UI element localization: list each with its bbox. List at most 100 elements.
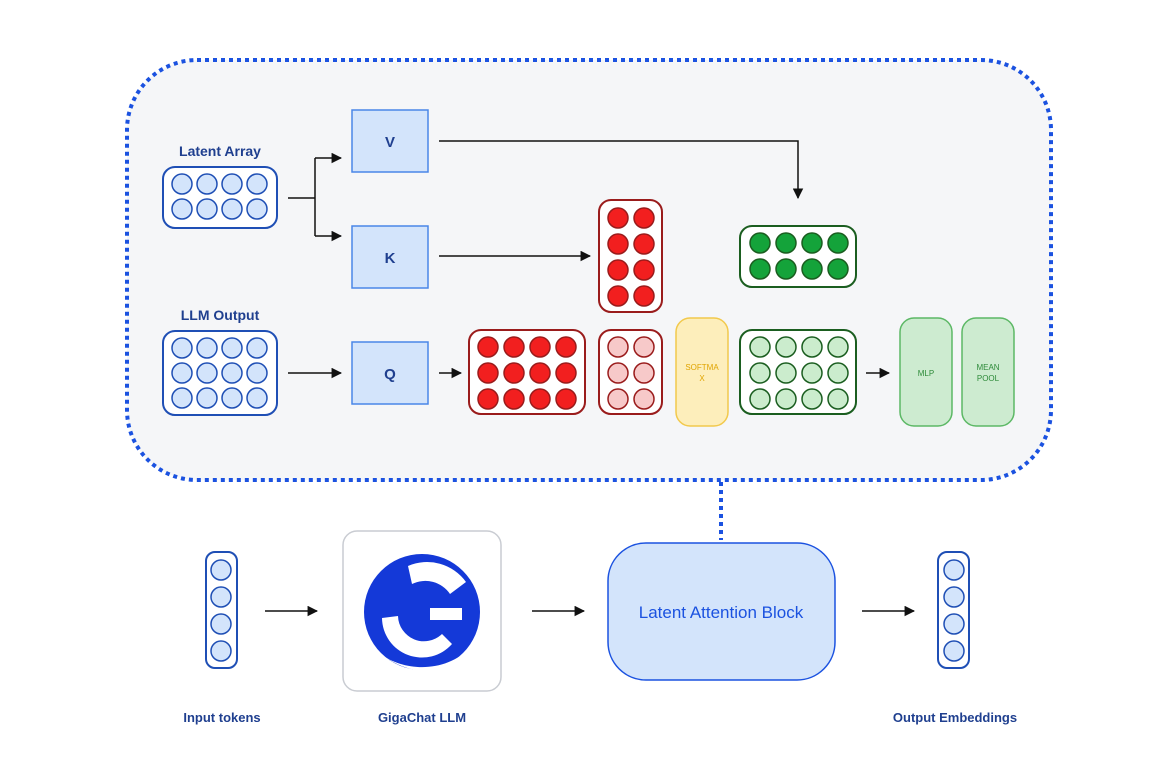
- latent-array-label: Latent Array: [179, 143, 261, 159]
- matrix-cell: [633, 388, 655, 410]
- matrix-cell: [943, 586, 965, 608]
- matrix-cell: [633, 233, 655, 255]
- mlp-box: MLP: [899, 317, 953, 427]
- query-matrix: [468, 329, 586, 415]
- matrix-cell: [477, 336, 499, 358]
- matrix-cell: [943, 640, 965, 662]
- matrix-cell: [775, 232, 797, 254]
- matrix-cell: [775, 388, 797, 410]
- matrix-cell: [210, 559, 232, 581]
- matrix-cell: [607, 388, 629, 410]
- matrix-cell: [196, 387, 218, 409]
- matrix-cell: [221, 362, 243, 384]
- matrix-cell: [529, 336, 551, 358]
- matrix-cell: [827, 258, 849, 280]
- matrix-cell: [775, 362, 797, 384]
- matrix-cell: [210, 586, 232, 608]
- matrix-cell: [171, 173, 193, 195]
- matrix-cell: [555, 388, 577, 410]
- v-projection-box: V: [351, 109, 429, 173]
- gigachat-logo: [342, 530, 502, 692]
- matrix-cell: [607, 207, 629, 229]
- arrow-v-to-output: [439, 140, 804, 200]
- matrix-cell: [827, 336, 849, 358]
- matrix-cell: [210, 640, 232, 662]
- mean-pool-label-line2: POOL: [977, 374, 1000, 383]
- matrix-cell: [221, 198, 243, 220]
- matrix-cell: [607, 362, 629, 384]
- matrix-cell: [196, 198, 218, 220]
- matrix-cell: [607, 336, 629, 358]
- llm-output-label: LLM Output: [181, 307, 260, 323]
- matrix-cell: [171, 387, 193, 409]
- matrix-cell: [555, 362, 577, 384]
- matrix-cell: [801, 336, 823, 358]
- gigachat-llm-label: GigaChat LLM: [378, 710, 466, 725]
- v-label: V: [385, 134, 395, 151]
- matrix-cell: [943, 613, 965, 635]
- softmax-label-line2: X: [699, 374, 705, 383]
- matrix-cell: [477, 362, 499, 384]
- softmax-label-line1: SOFTMA: [685, 363, 719, 372]
- output-embeddings-label: Output Embeddings: [893, 710, 1017, 725]
- matrix-cell: [503, 388, 525, 410]
- llm-output-matrix: [162, 330, 278, 416]
- matrix-cell: [827, 232, 849, 254]
- matrix-cell: [555, 336, 577, 358]
- matrix-cell: [246, 173, 268, 195]
- latent-attention-block-label: Latent Attention Block: [639, 603, 804, 622]
- matrix-cell: [246, 387, 268, 409]
- matrix-cell: [775, 258, 797, 280]
- matrix-cell: [749, 362, 771, 384]
- matrix-cell: [529, 388, 551, 410]
- matrix-cell: [171, 362, 193, 384]
- matrix-cell: [749, 388, 771, 410]
- input-tokens-vector: [205, 551, 238, 669]
- matrix-cell: [221, 173, 243, 195]
- matrix-cell: [633, 362, 655, 384]
- output-embeddings-vector: [937, 551, 970, 669]
- k-label: K: [385, 250, 396, 267]
- matrix-cell: [221, 337, 243, 359]
- matrix-cell: [775, 336, 797, 358]
- q-projection-box: Q: [351, 341, 429, 405]
- key-matrix: [598, 199, 663, 313]
- matrix-cell: [943, 559, 965, 581]
- matrix-cell: [801, 362, 823, 384]
- matrix-cell: [221, 387, 243, 409]
- matrix-cell: [749, 336, 771, 358]
- k-projection-box: K: [351, 225, 429, 289]
- matrix-cell: [196, 362, 218, 384]
- matrix-cell: [246, 362, 268, 384]
- matrix-cell: [827, 362, 849, 384]
- matrix-cell: [607, 259, 629, 281]
- input-tokens-label: Input tokens: [183, 710, 260, 725]
- latent-attention-block: Latent Attention Block: [607, 542, 836, 681]
- matrix-cell: [246, 337, 268, 359]
- matrix-cell: [210, 613, 232, 635]
- matrix-cell: [477, 388, 499, 410]
- matrix-cell: [607, 285, 629, 307]
- matrix-cell: [503, 362, 525, 384]
- matrix-cell: [607, 233, 629, 255]
- matrix-cell: [801, 232, 823, 254]
- value-matrix: [739, 225, 857, 288]
- mean-pool-box: MEAN POOL: [961, 317, 1015, 427]
- matrix-cell: [196, 173, 218, 195]
- matrix-cell: [171, 337, 193, 359]
- latent-array-matrix: [162, 166, 278, 229]
- matrix-cell: [801, 388, 823, 410]
- matrix-cell: [529, 362, 551, 384]
- mean-pool-label-line1: MEAN: [976, 363, 999, 372]
- matrix-cell: [749, 258, 771, 280]
- matrix-cell: [633, 285, 655, 307]
- q-label: Q: [384, 366, 396, 383]
- matrix-cell: [246, 198, 268, 220]
- matrix-cell: [827, 388, 849, 410]
- mlp-label: MLP: [918, 369, 934, 378]
- matrix-cell: [749, 232, 771, 254]
- attention-output-matrix: [739, 329, 857, 415]
- matrix-cell: [633, 259, 655, 281]
- softmax-box: SOFTMA X: [675, 317, 729, 427]
